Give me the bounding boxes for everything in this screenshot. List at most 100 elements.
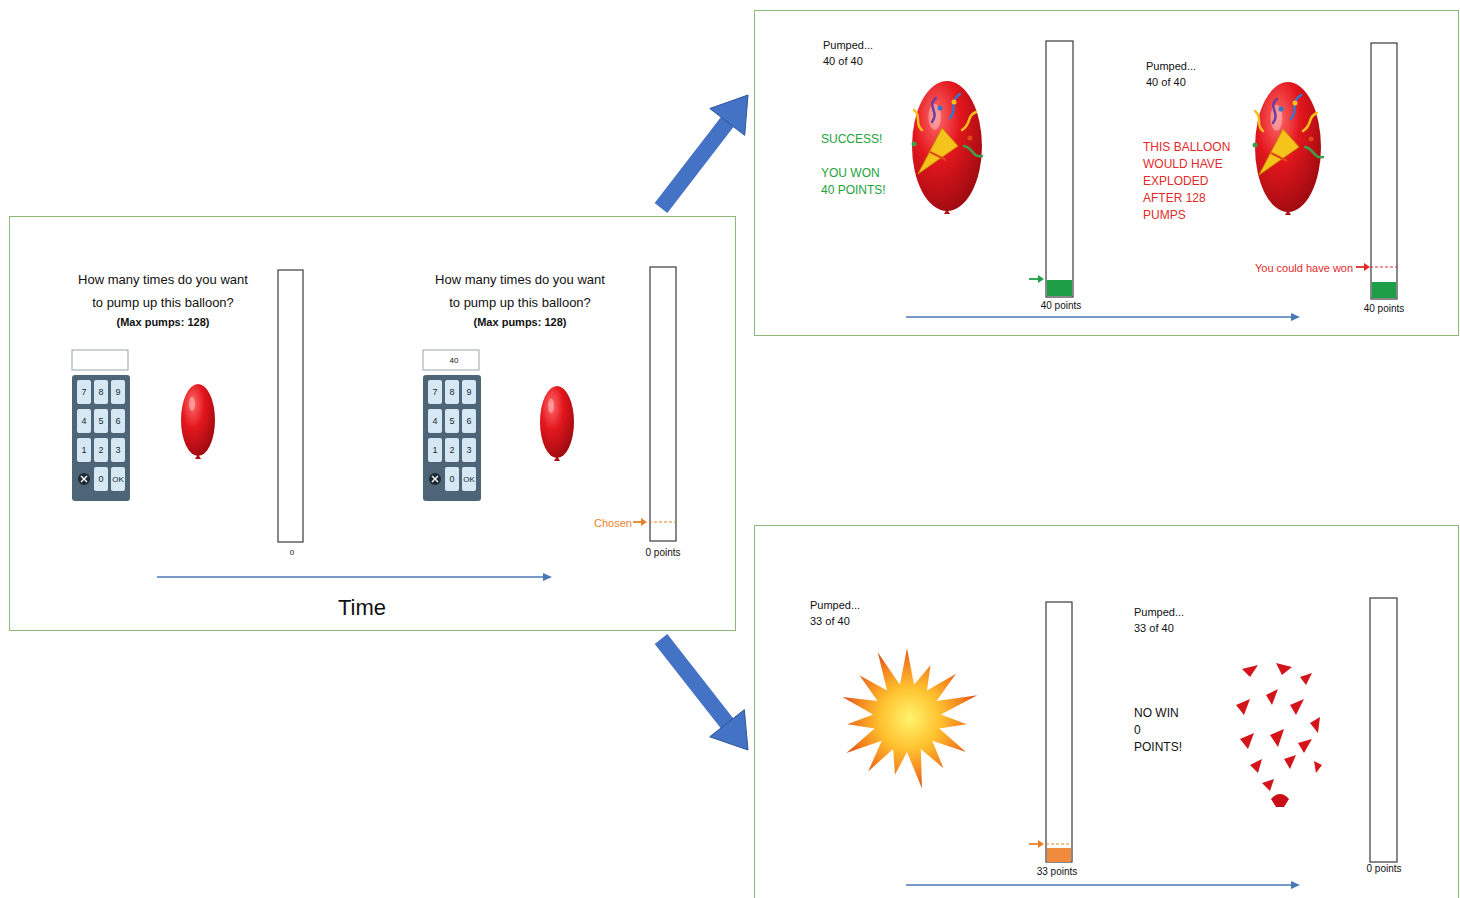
time-axis (906, 884, 1294, 886)
popper-stripe (930, 152, 946, 160)
points-fill (1372, 282, 1396, 298)
keypad-key-label: 6 (115, 416, 120, 426)
keypad-key-label: 5 (98, 416, 103, 426)
popper-cone (918, 128, 958, 174)
balloon-shard (1240, 733, 1254, 749)
pointer-arrow (1029, 843, 1039, 845)
balloon-knot (1271, 794, 1289, 807)
keypad-key-label: 0 (98, 474, 103, 484)
confetti (962, 112, 976, 130)
pointer-arrow (633, 521, 642, 523)
panel-text: Pumped... 40 of 40 (823, 37, 881, 69)
keypad-key-label: OK (463, 475, 475, 484)
keypad-key-label: 4 (81, 416, 86, 426)
balloon-shard (1262, 779, 1274, 791)
keypad-key-label: 5 (449, 416, 454, 426)
keypad-key-label: 9 (115, 387, 120, 397)
arrow-head (710, 95, 748, 135)
keypad-key (445, 380, 459, 404)
pointer-head (1038, 275, 1044, 283)
time-axis (157, 576, 546, 578)
keypad-key (462, 409, 476, 433)
pointer-arrow (1029, 278, 1039, 280)
confetti (950, 94, 960, 118)
panel-text: 33 points (1037, 866, 1078, 878)
time-axis-head (1291, 313, 1300, 321)
keypad-key (428, 409, 442, 433)
keypad-key-label: OK (112, 475, 124, 484)
confetti (914, 110, 922, 130)
points-fill (1047, 280, 1072, 296)
balloon-shard (1298, 739, 1312, 753)
balloon-shard (1242, 665, 1258, 677)
time-axis-head (1291, 881, 1300, 889)
panel-text: (Max pumps: 128) (474, 315, 567, 329)
confetti-dot (952, 100, 957, 105)
keypad-key (462, 467, 476, 491)
keypad-key (94, 438, 108, 462)
confetti (964, 146, 982, 156)
popper-stripe (1271, 153, 1287, 161)
keypad-key (94, 467, 108, 491)
confetti-dot (1279, 107, 1284, 112)
confetti-dot (1293, 101, 1298, 106)
keypad-key-label: 7 (432, 387, 437, 397)
keypad-key (428, 380, 442, 404)
keypad-body (72, 375, 130, 501)
pointer-head (1364, 263, 1370, 271)
keypad-key (77, 380, 91, 404)
keypad-body (423, 375, 481, 501)
keypad-key-label: 3 (466, 445, 471, 455)
confetti-dot (938, 106, 943, 111)
keypad-key (77, 438, 91, 462)
panel-text: 0 points (645, 547, 680, 559)
balloon-shard (1276, 663, 1292, 675)
arrow-head (710, 710, 748, 750)
keypad-key-label: 2 (98, 445, 103, 455)
clear-key (429, 473, 441, 485)
panel-text: NO WIN 0 POINTS! (1134, 705, 1184, 756)
input-field (72, 350, 128, 370)
panel-text: 0 points (1366, 863, 1401, 875)
stage-panel: Pumped... 33 of 4033 pointsPumped... 33 … (754, 525, 1459, 898)
arrow-shaft (661, 639, 728, 725)
panel-text: Chosen (594, 516, 632, 530)
keypad-key (111, 438, 125, 462)
clear-key (78, 473, 90, 485)
clear-cross (81, 476, 87, 482)
keypad-key (111, 380, 125, 404)
party-popper (1253, 95, 1324, 175)
keypad-key-label: 9 (466, 387, 471, 397)
points-bar (1046, 41, 1073, 297)
panel-text: 40 (450, 356, 459, 366)
clear-cross (432, 476, 438, 482)
panel-text: How many times do you want to pump up th… (430, 268, 610, 314)
panel-text: 0 (290, 548, 294, 558)
confetti (932, 98, 936, 122)
confetti (1273, 99, 1277, 123)
keypad-key (445, 467, 459, 491)
keypad-key (111, 467, 125, 491)
input-field (423, 350, 479, 370)
keypad-key (94, 380, 108, 404)
balloon-body (1255, 82, 1321, 212)
balloon-shard (1310, 717, 1320, 733)
confetti-dot (968, 136, 973, 141)
panel-text: Pumped... 40 of 40 (1146, 58, 1204, 90)
balloon-body (181, 384, 215, 456)
marker-line (649, 521, 676, 522)
balloon-shine (548, 399, 554, 413)
balloon-shard (1290, 699, 1304, 715)
arrow-shaft (661, 120, 728, 208)
panel-text: SUCCESS! (821, 132, 882, 147)
keypad-key-label: 1 (81, 445, 86, 455)
keypad-key-label: 4 (432, 416, 437, 426)
keypad-key (111, 409, 125, 433)
keypad (423, 350, 481, 501)
panel-text: THIS BALLOON WOULD HAVE EXPLODED AFTER 1… (1143, 139, 1243, 224)
confetti-dot (1309, 137, 1314, 142)
keypad-key (77, 409, 91, 433)
confetti (1255, 111, 1263, 131)
